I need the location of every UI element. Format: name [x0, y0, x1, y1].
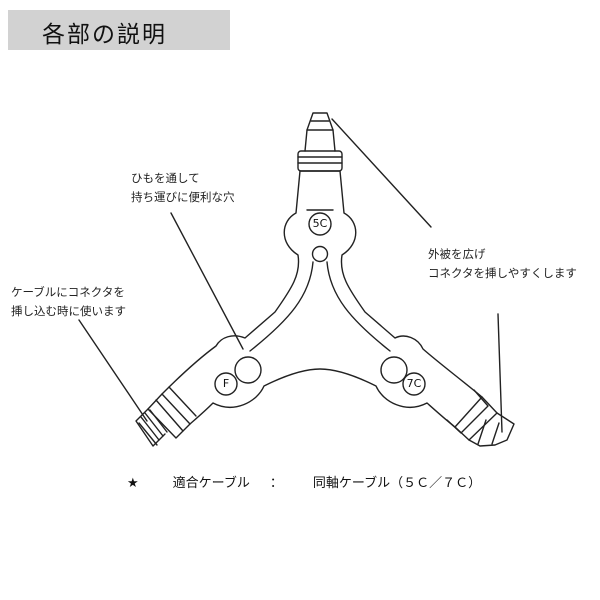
- title-bar: 各部の説明: [8, 10, 230, 50]
- leader-insert-connector: [78, 319, 148, 422]
- callout-insert-connector: ケーブルにコネクタを 挿し込む時に使います: [11, 283, 126, 321]
- left-port-circle: [214, 372, 238, 396]
- left-port-label: F: [223, 377, 229, 390]
- right-collar: [454, 396, 498, 441]
- callout-spread-jacket: 外被を広げ コネクタを挿しやすくします: [428, 245, 577, 283]
- callout-strap-hole-line-1: ひもを通して: [131, 171, 200, 185]
- inner-channel-left: [249, 261, 314, 352]
- callout-spread-jacket-line-1: 外被を広げ: [428, 247, 486, 261]
- callout-strap-hole: ひもを通して 持ち運びに便利な穴: [131, 169, 235, 207]
- compatible-cable-value: 同軸ケーブル（５Ｃ／７Ｃ）: [312, 476, 482, 491]
- inner-channel-right: [326, 261, 391, 352]
- top-collar: [297, 150, 343, 172]
- page-title: 各部の説明: [42, 22, 167, 48]
- compatible-cable-label: 適合ケーブル: [172, 476, 250, 491]
- top-port-label: 5C: [313, 217, 328, 230]
- leader-spread-jacket-right: [497, 313, 503, 433]
- callout-spread-jacket-line-2: コネクタを挿しやすくします: [428, 266, 577, 280]
- star-icon: ★: [127, 476, 139, 491]
- callout-insert-connector-line-1: ケーブルにコネクタを: [11, 285, 125, 299]
- callout-insert-connector-line-2: 挿し込む時に使います: [11, 304, 126, 318]
- right-port-circle: [402, 372, 426, 396]
- tool-body: [161, 170, 483, 428]
- leader-spread-jacket-top: [331, 118, 432, 228]
- leader-strap-hole: [170, 212, 244, 350]
- strap-hole: [311, 245, 329, 263]
- right-nozzle: [468, 412, 515, 447]
- left-threads: [135, 408, 166, 447]
- compatible-cable-note: ★ 適合ケーブル ： 同軸ケーブル（５Ｃ／７Ｃ）: [127, 472, 481, 491]
- compatible-cable-colon: ：: [269, 476, 283, 491]
- top-nozzle: [304, 112, 336, 152]
- right-knob: [380, 356, 408, 384]
- callout-strap-hole-line-2: 持ち運びに便利な穴: [131, 190, 235, 204]
- left-knob: [234, 356, 262, 384]
- right-port-label: 7C: [407, 377, 422, 390]
- top-port-circle: [308, 212, 332, 236]
